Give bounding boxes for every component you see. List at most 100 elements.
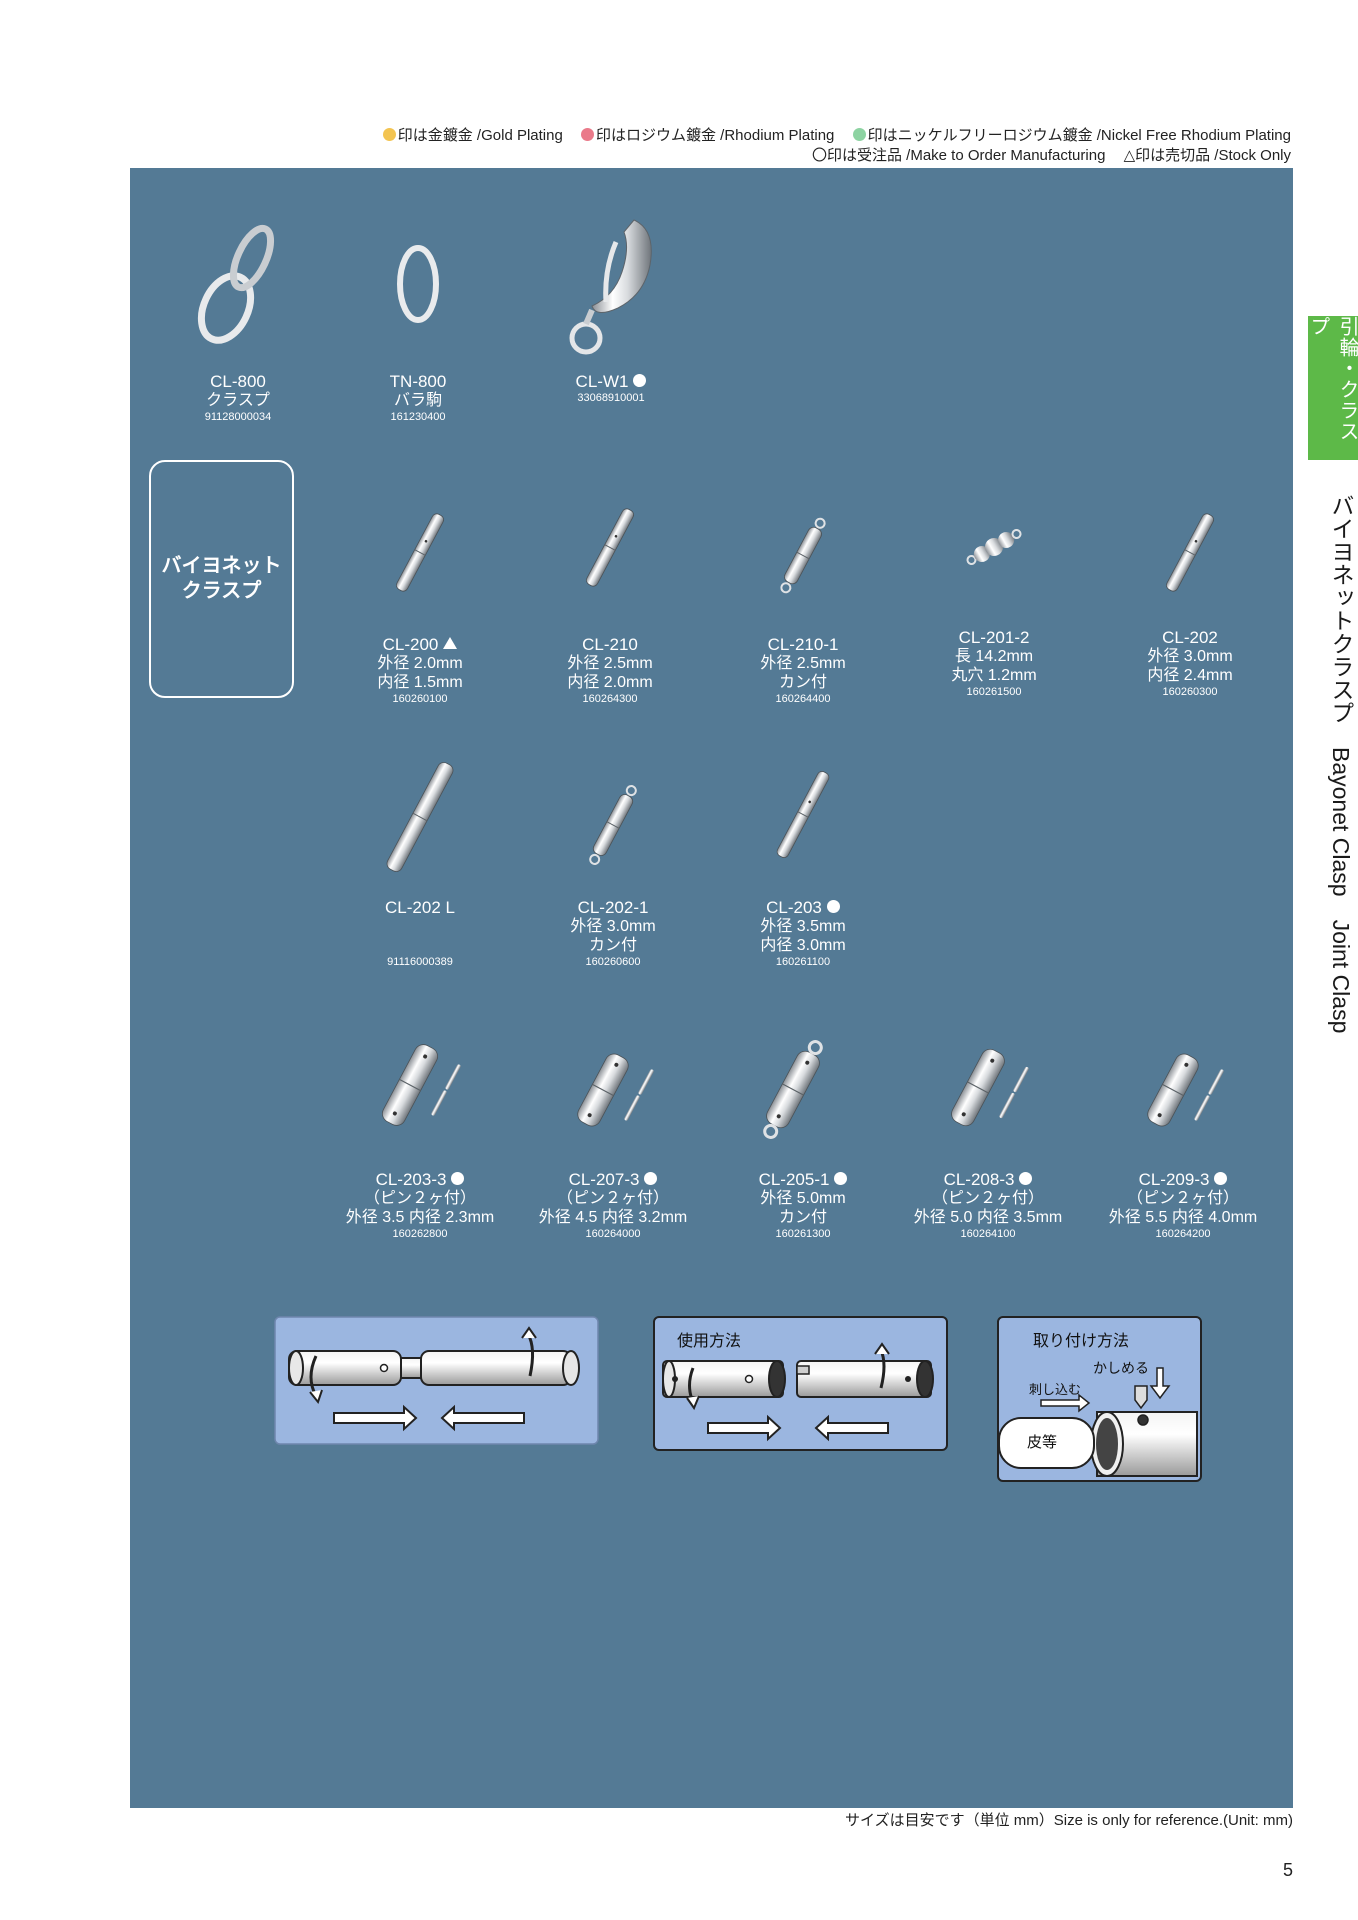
product-code: 160264100: [960, 1228, 1016, 1240]
bayonet-diagram: [274, 1316, 599, 1445]
product-name: CL-209-3: [1093, 1170, 1273, 1189]
product-name: CL-203: [713, 898, 893, 917]
make-to-order-mark-icon: [644, 1172, 658, 1185]
product-spec: カン付: [588, 937, 637, 954]
stock-only-mark-icon: [443, 637, 458, 649]
product-code: 160260100: [392, 693, 448, 705]
product-name: CL-201-2: [904, 628, 1084, 647]
make-to-order-mark-icon: [826, 900, 840, 913]
product-spec: 内径 2.4mm: [1147, 667, 1233, 684]
product-code: 160264000: [585, 1228, 641, 1240]
product-model: TN-800: [389, 372, 447, 391]
product-spec: 丸穴 1.2mm: [951, 667, 1037, 684]
crimp-label: かしめる: [1093, 1360, 1149, 1376]
product-model: CL-205-1: [758, 1170, 830, 1189]
product-spec: （ピン２ヶ付）: [1126, 1190, 1239, 1207]
product-code: 160261100: [775, 956, 831, 968]
product-model: CL-800: [210, 372, 266, 391]
insert-label: 刺し込む: [1029, 1382, 1082, 1397]
size-footnote: サイズは目安です（単位 mm）Size is only for referenc…: [845, 1812, 1293, 1829]
make-to-order-mark-icon: [451, 1172, 465, 1185]
product-model: CL-210: [582, 635, 638, 654]
product-spec: 長 14.2mm: [954, 648, 1034, 665]
legend-stock-only: △印は売切品 /Stock Only: [1123, 147, 1291, 164]
product-model: CL-202 L: [385, 898, 455, 917]
product-model: CL-207-3: [568, 1170, 640, 1189]
product-name: CL-203-3: [330, 1170, 510, 1189]
product-spec: 内径 2.0mm: [567, 674, 653, 691]
product-name: CL-207-3: [523, 1170, 703, 1189]
section-tab[interactable]: 引輪・クラスプ: [1307, 316, 1358, 460]
jump-ring-icon: [328, 238, 508, 330]
product-model: CL-202: [1162, 628, 1218, 647]
product-code: 161230400: [390, 411, 446, 423]
bayonet-pin-icon: [1093, 1040, 1273, 1140]
product-name: TN-800: [328, 372, 508, 391]
legend-nickel-free: 印はニッケルフリーロジウム鍍金 /Nickel Free Rhodium Pla…: [867, 127, 1291, 144]
product-code: 160262800: [392, 1228, 448, 1240]
product-spec: 外径 3.5mm: [760, 918, 846, 935]
order-legend: 〇印は受注品 /Make to Order Manufacturing △印は売…: [812, 144, 1291, 165]
bayonet-tube-icon: [520, 500, 700, 595]
product-name: CL-202-1: [523, 898, 703, 917]
product-name: CL-202: [1100, 628, 1280, 647]
leather-label: 皮等: [1027, 1434, 1058, 1451]
product-code: 160264200: [1155, 1228, 1211, 1240]
bayonet-long-tube-icon: [330, 752, 510, 882]
product-code: 160261300: [775, 1228, 831, 1240]
lobster-clasp-icon: [521, 210, 701, 360]
product-spec: （ピン２ヶ付）: [363, 1190, 476, 1207]
bayonet-loop-icon: [713, 1037, 893, 1142]
product-name: CL-202 L: [330, 898, 510, 917]
bayonet-pin-icon: [523, 1040, 703, 1140]
product-name: CL-200: [330, 635, 510, 654]
bayonet-tube-icon: [330, 505, 510, 600]
product-spec: カン付: [778, 674, 827, 691]
product-code: 33068910001: [577, 392, 645, 404]
product-model: CL-210-1: [767, 635, 839, 654]
product-spec: 外径 4.5 内径 3.2mm: [538, 1209, 688, 1226]
nickel-free-dot-icon: [852, 128, 866, 141]
product-model: CL-W1: [575, 372, 629, 391]
product-model: CL-201-2: [958, 628, 1030, 647]
rhodium-dot-icon: [581, 128, 594, 141]
page-number: 5: [1282, 1860, 1293, 1880]
product-code: 160264400: [775, 693, 831, 705]
make-to-order-mark-icon: [1214, 1172, 1228, 1185]
product-spec: 外径 3.0mm: [1147, 648, 1233, 665]
bayonet-tube-icon: [1100, 505, 1280, 600]
bayonet-loop-icon: [523, 775, 703, 875]
make-to-order-mark-icon: [1019, 1172, 1033, 1185]
product-spec: 外径 5.0mm: [760, 1190, 846, 1207]
catalog-panel: [130, 168, 1293, 1808]
product-spec: 外径 2.5mm: [567, 655, 653, 672]
product-name: CL-W1: [521, 372, 701, 391]
product-name: CL-205-1: [713, 1170, 893, 1189]
product-code: 160261500: [966, 686, 1022, 698]
attach-diagram: 取り付け方法 かしめる 刺し込む 皮等: [997, 1316, 1202, 1482]
product-spec: 外径 3.0mm: [570, 918, 656, 935]
legend-gold: 印は金鍍金 /Gold Plating: [397, 127, 563, 144]
spacer: [330, 917, 510, 955]
legend-make-to-order: 〇印は受注品 /Make to Order Manufacturing: [811, 147, 1106, 164]
product-spec: 外径 5.0 内径 3.5mm: [913, 1209, 1063, 1226]
product-spec: 内径 3.0mm: [760, 937, 846, 954]
gold-dot-icon: [382, 128, 396, 141]
product-model: CL-203: [766, 898, 822, 917]
product-spec: クラスプ: [206, 392, 270, 409]
bayonet-pin-icon: [898, 1035, 1078, 1140]
category-label: バイヨネット クラスプ: [161, 555, 282, 602]
product-spec: カン付: [778, 1209, 827, 1226]
